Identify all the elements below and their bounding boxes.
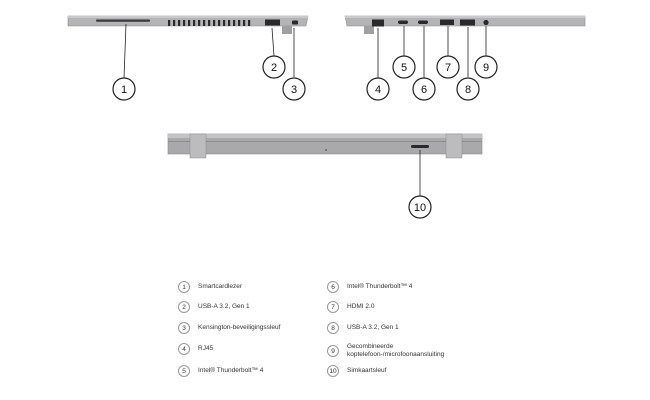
smartcard-slot: [96, 19, 150, 22]
callout-3: 3: [282, 77, 306, 101]
callout-2: 2: [262, 55, 286, 79]
usb-a-port-left: [265, 19, 280, 26]
callout-7-label: 7: [445, 62, 451, 74]
callout-9: 9: [474, 55, 498, 79]
callout-1-label: 1: [121, 84, 127, 96]
laptop-back-view: [167, 133, 483, 159]
callout-10-label: 10: [414, 202, 426, 214]
right-hinge: [445, 133, 463, 159]
callout-6: 6: [412, 77, 436, 101]
callout-5-label: 5: [401, 62, 407, 74]
laptop-left-side-view: [67, 15, 309, 34]
headphone-jack: [483, 19, 489, 26]
leader-lines: [123, 23, 487, 196]
callout-5: 5: [392, 55, 416, 79]
callout-4: 4: [366, 77, 390, 101]
kensington-slot: [292, 20, 298, 25]
thunderbolt-port-1: [398, 20, 408, 24]
callout-2-label: 2: [271, 62, 277, 74]
callout-8-label: 8: [465, 84, 471, 96]
callout-3-label: 3: [291, 84, 297, 96]
callout-6-label: 6: [421, 84, 427, 96]
callout-9-label: 9: [483, 62, 489, 74]
callout-markers: 1 2 3 4 5 6 7 89 10: [112, 55, 498, 219]
hdmi-port: [440, 19, 454, 25]
vent-grille: [168, 20, 251, 26]
callout-7: 7: [436, 55, 460, 79]
callout-1: 1: [112, 77, 136, 101]
callout-4-label: 4: [375, 84, 381, 96]
laptop-right-side-view: [344, 15, 586, 34]
right-foot: [364, 26, 374, 34]
sim-card-slot: [411, 145, 429, 148]
left-hinge: [189, 133, 207, 159]
rj45-port: [372, 19, 384, 27]
usb-a-port-right: [460, 19, 475, 26]
callout-10: 10: [408, 195, 432, 219]
thunderbolt-port-2: [418, 20, 428, 24]
left-foot: [282, 26, 292, 34]
callout-8: 8: [456, 77, 480, 101]
